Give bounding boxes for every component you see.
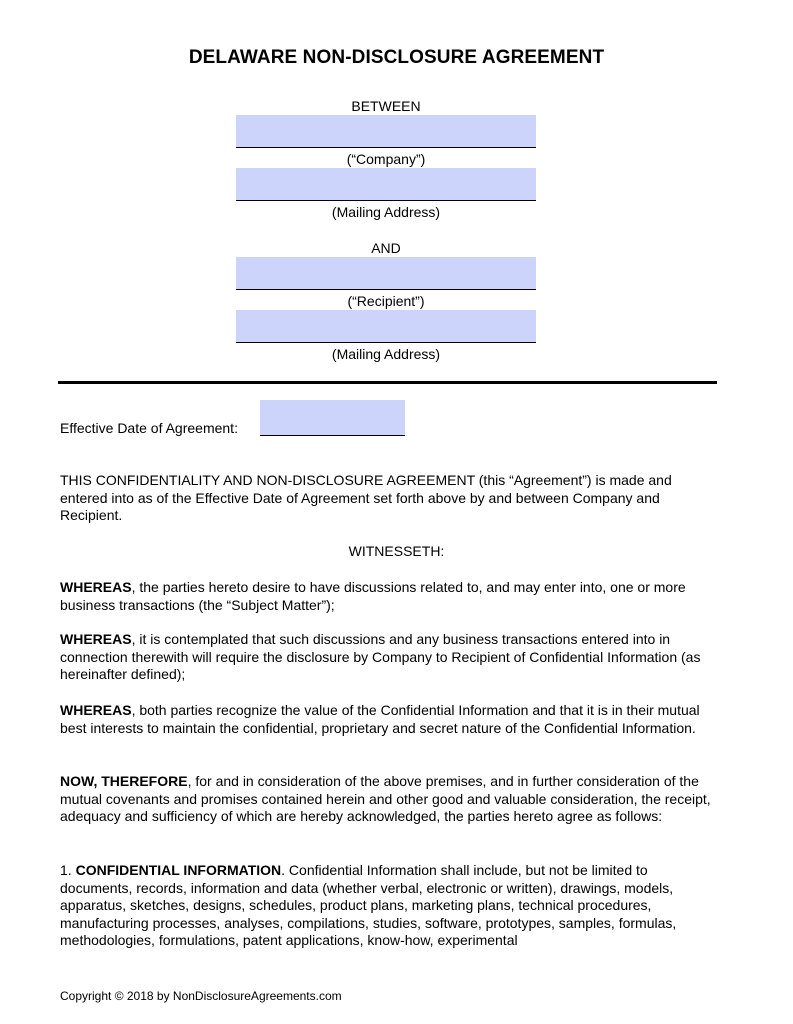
whereas-text: , both parties recognize the value of th… [60,702,700,736]
now-therefore-lead: NOW, THEREFORE [60,773,188,789]
recipient-address-label: (Mailing Address) [331,346,441,362]
whereas-text: , the parties hereto desire to have disc… [60,579,686,613]
whereas-paragraph-1: WHEREAS, the parties hereto desire to ha… [60,579,720,614]
recipient-name-field[interactable] [236,257,536,290]
whereas-paragraph-2: WHEREAS, it is contemplated that such di… [60,631,720,684]
company-address-field[interactable] [236,168,536,201]
whereas-paragraph-3: WHEREAS, both parties recognize the valu… [60,702,720,737]
company-label: (“Company”) [346,151,426,167]
and-label: AND [371,240,401,256]
document-title: DELAWARE NON-DISCLOSURE AGREEMENT [188,47,605,68]
between-label: BETWEEN [351,98,421,114]
section-number: 1. [60,862,76,878]
witnesseth-heading: WITNESSETH: [348,543,445,559]
now-therefore-paragraph: NOW, THEREFORE, for and in consideration… [60,773,720,826]
copyright-footer: Copyright © 2018 by NonDisclosureAgreeme… [60,989,342,1003]
intro-paragraph: THIS CONFIDENTIALITY AND NON-DISCLOSURE … [60,472,672,523]
effective-date-field[interactable] [260,400,405,436]
section-heading: CONFIDENTIAL INFORMATION [75,862,282,878]
whereas-lead: WHEREAS [60,702,132,718]
recipient-label: (“Recipient”) [347,293,425,309]
company-name-field[interactable] [236,115,536,148]
now-therefore-text: , for and in consideration of the above … [60,773,711,824]
section-1-paragraph: 1. CONFIDENTIAL INFORMATION. Confidentia… [60,862,720,950]
whereas-lead: WHEREAS [60,579,132,595]
section-divider [58,381,717,384]
whereas-lead: WHEREAS [60,631,132,647]
recipient-address-field[interactable] [236,310,536,343]
section-text: . Confidential Information shall include… [60,862,677,948]
whereas-text: , it is contemplated that such discussio… [60,631,701,682]
effective-date-label: Effective Date of Agreement: [60,420,238,436]
company-address-label: (Mailing Address) [331,204,441,220]
